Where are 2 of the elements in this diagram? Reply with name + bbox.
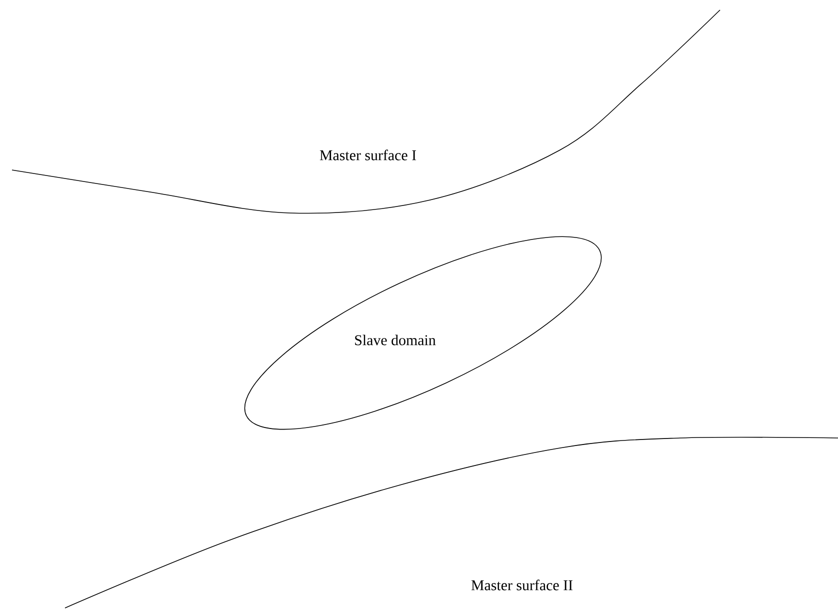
surface-label: Master surface II	[471, 580, 573, 590]
surface-label: Master surface I	[320, 150, 416, 160]
